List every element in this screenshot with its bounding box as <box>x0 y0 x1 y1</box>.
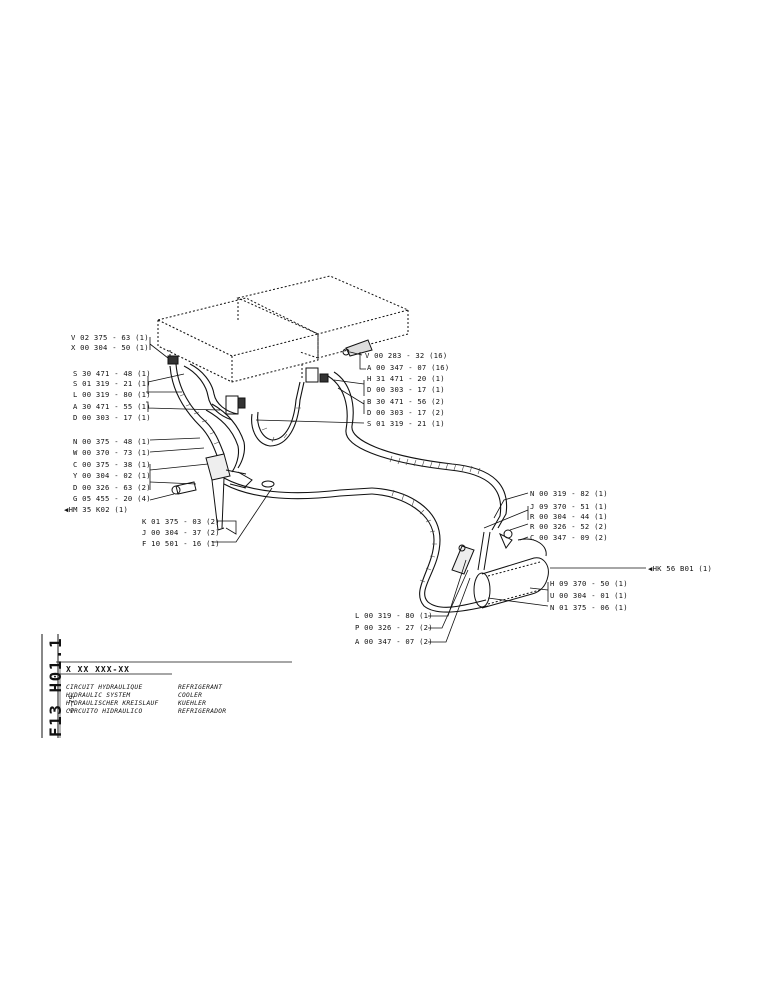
title-line-es: CIRCUITO HIDRAULICO <box>66 708 143 715</box>
callout-right-low-3: N 01 375 - 06 (1) <box>550 603 628 612</box>
callout-bottom-1: L 00 319 - 80 (1) <box>355 611 433 620</box>
callout-left-12: D 00 326 - 63 (2) <box>73 483 151 492</box>
callout-left-1: V 02 375 - 63 (1) <box>71 333 149 342</box>
callout-left-14-text: HM 35 K02 (1) <box>68 505 129 514</box>
callout-bottom-2: P 00 326 - 27 (2) <box>355 623 433 632</box>
subtitle-line-es: REFRIGERADOR <box>178 708 227 715</box>
callout-left-11: Y 00 304 - 02 (1) <box>73 471 151 480</box>
title-line-fr: CIRCUIT HYDRAULIQUE <box>66 684 143 691</box>
callout-left-8: N 00 375 - 48 (1) <box>73 437 151 446</box>
callout-right-top-1: V 00 283 - 32 (16) <box>365 351 448 360</box>
callout-left-9: W 00 370 - 73 (1) <box>73 448 151 457</box>
subtitle-line-de: KUEHLER <box>178 700 207 707</box>
subtitle-line-fr: REFRIGERANT <box>178 684 223 691</box>
sheet-markings <box>41 634 292 738</box>
callout-right-mid-3: R 00 304 - 44 (1) <box>530 512 608 521</box>
callout-far-right: ◀HK 56 B01 (1) <box>648 565 712 572</box>
callout-left-13: G 05 455 - 20 (4) <box>73 494 151 503</box>
callout-left-3: S 30 471 - 48 (1) <box>73 369 151 378</box>
callout-right-mid-2: J 09 370 - 51 (1) <box>530 502 608 511</box>
sheet-reference: F13 H01.1 <box>46 636 65 737</box>
arrow-marker-icon: ◀ <box>648 564 653 573</box>
hose-texture <box>179 393 481 583</box>
callout-right-top-2: A 00 347 - 07 (16) <box>367 363 450 372</box>
callout-left-14: ◀HM 35 K02 (1) <box>64 506 128 513</box>
callout-left-4: S 01 319 - 21 (1) <box>73 379 151 388</box>
callout-right-top-4: D 00 303 - 17 (1) <box>367 385 445 394</box>
title-block-code: X XX XXX-XX <box>66 665 130 674</box>
callout-bottom-3: A 00 347 - 07 (2) <box>355 637 433 646</box>
title-line-en: HYDRAULIC SYSTEM <box>66 692 131 699</box>
leader-lines <box>146 337 646 643</box>
callout-right-top-5: B 30 471 - 56 (2) <box>367 397 445 406</box>
block-fittings <box>167 339 373 415</box>
oil-cooler <box>451 529 549 609</box>
callout-center-2: J 00 304 - 37 (2) <box>142 528 220 537</box>
callout-left-10: C 00 375 - 38 (1) <box>73 460 151 469</box>
callout-right-top-6: D 00 303 - 17 (2) <box>367 408 445 417</box>
callout-right-mid-1: N 00 319 - 82 (1) <box>530 489 608 498</box>
callout-left-2: X 00 304 - 50 (1) <box>71 343 149 352</box>
callout-right-low-1: H 09 370 - 50 (1) <box>550 579 628 588</box>
callout-far-right-text: HK 56 B01 (1) <box>652 564 713 573</box>
cooler-block-rear <box>236 275 410 359</box>
callout-left-7: D 00 303 - 17 (1) <box>73 413 151 422</box>
callout-right-top-7: S 01 319 - 21 (1) <box>367 419 445 428</box>
valve-block <box>171 453 275 531</box>
subtitle-line-en: COOLER <box>178 692 203 699</box>
hoses <box>169 363 508 613</box>
callout-right-mid-5: C 00 347 - 09 (2) <box>530 533 608 542</box>
callout-right-top-3: H 31 471 - 20 (1) <box>367 374 445 383</box>
callout-left-5: L 00 319 - 80 (1) <box>73 390 151 399</box>
callout-center-3: F 10 501 - 16 (1) <box>142 539 220 548</box>
arrow-marker-icon: ◀ <box>64 505 69 514</box>
title-line-de: HYDRAULISCHER KREISLAUF <box>66 700 159 707</box>
callout-right-low-2: U 00 304 - 01 (1) <box>550 591 628 600</box>
callout-left-6: A 30 471 - 55 (1) <box>73 402 151 411</box>
callout-center-1: K 01 375 - 03 (2) <box>142 517 220 526</box>
callout-right-mid-4: R 00 326 - 52 (2) <box>530 522 608 531</box>
